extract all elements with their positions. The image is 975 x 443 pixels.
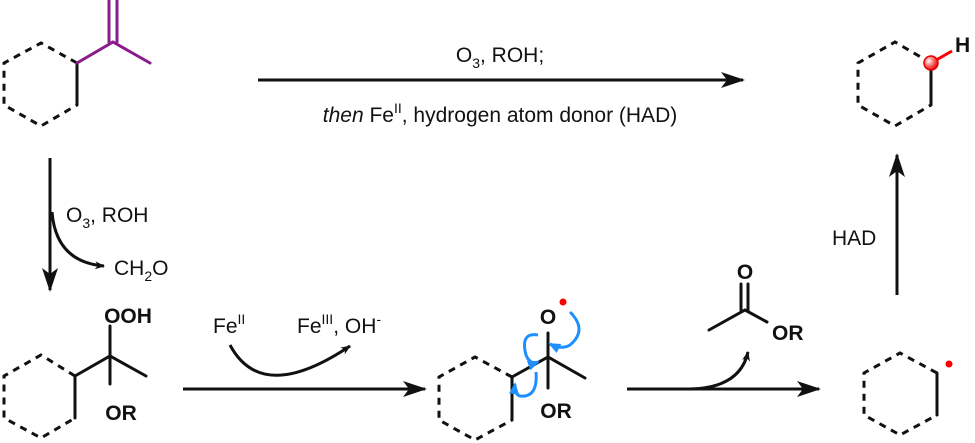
hat-arrow: HAD	[832, 153, 905, 295]
alkoxy-radical-intermediate: O OR	[437, 298, 587, 442]
alkyl-radical	[862, 351, 953, 437]
carbonyl-o-label: O	[737, 261, 753, 284]
top-reagents-line1: O3, ROH;	[456, 44, 544, 71]
ozonolysis-arrow: O3, ROH CH2O	[42, 158, 168, 292]
radical-dot	[559, 298, 567, 306]
or-label: OR	[105, 402, 137, 425]
fe-ii-label: FeII	[213, 311, 245, 338]
fe-iii-oh-label: FeIII, OH-	[297, 311, 381, 338]
oxygen-label: O	[540, 306, 556, 329]
had-label: HAD	[832, 227, 876, 250]
product-alkane: H	[856, 34, 970, 128]
electron-arrow	[523, 333, 540, 371]
beta-scission-arrow: O OR	[627, 261, 821, 397]
or-label: OR	[772, 322, 804, 345]
electron-arrow	[548, 310, 581, 353]
top-direct-arrow: O3, ROH; then FeII, hydrogen atom donor …	[258, 44, 745, 127]
hydroperoxide-intermediate: OOH OR	[2, 305, 152, 440]
or-label: OR	[540, 400, 572, 423]
step1-reagents: O3, ROH	[66, 204, 148, 231]
starting-alkene	[2, 0, 152, 128]
radical-dot	[945, 360, 953, 368]
ester-byproduct: O OR	[707, 261, 804, 345]
electron-arrow	[509, 371, 538, 398]
highlighted-carbon-sphere	[923, 55, 939, 71]
step1-byproduct: CH2O	[114, 257, 168, 284]
hydrogen-label: H	[955, 34, 970, 57]
iron-reduction-arrow: FeII FeIII, OH-	[183, 311, 427, 397]
top-reagents-line2: then FeII, hydrogen atom donor (HAD)	[323, 100, 677, 127]
ooh-label: OOH	[104, 305, 152, 328]
